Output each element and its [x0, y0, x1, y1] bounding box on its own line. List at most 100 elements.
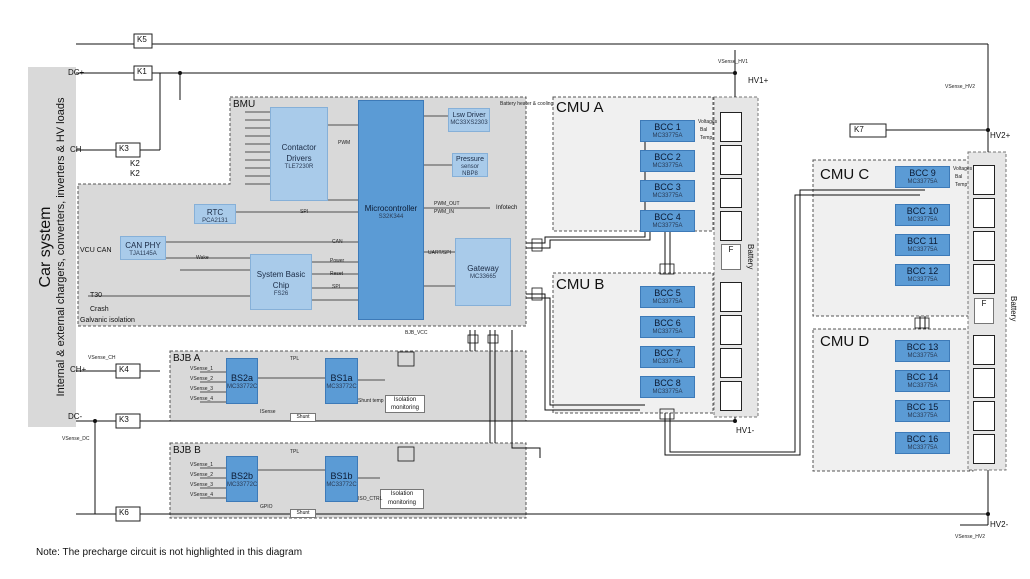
can-phy-part: TJA1145A [129, 251, 157, 257]
bcc-voltages-label-c: Voltages [953, 166, 973, 172]
battery-cell [720, 381, 742, 411]
battery-cell [720, 315, 742, 345]
vsense-hv2-bottom-label: VSense_HV2 [955, 534, 986, 540]
bcc-1-name: BCC 1 [654, 122, 681, 132]
vcu-can-label: VCU CAN [80, 247, 112, 254]
contactor-k3: K3 [119, 144, 129, 153]
gateway-name: Gateway [467, 264, 499, 273]
bcc-10-name: BCC 10 [906, 206, 939, 216]
bjb-b-vsense3: VSense_3 [190, 482, 214, 488]
bjb-a-shunt-temp: Shunt temp [358, 398, 384, 404]
cmu-c-title: CMU C [820, 166, 870, 183]
contactor-k3-b: K3 [119, 415, 129, 424]
bjb-b-title: BJB B [173, 445, 201, 456]
contactor-drivers-name: Contactor Drivers [281, 143, 317, 163]
bcc-13-part: MC33775A [907, 353, 938, 359]
bjb-a-vsense4: VSense_4 [190, 396, 214, 402]
shunt-b: Shunt [290, 509, 316, 518]
bcc-9-name: BCC 9 [909, 168, 936, 178]
mcu-part: S32K344 [378, 214, 404, 220]
battery-cell [973, 231, 995, 261]
fuse-right-label: F [981, 299, 987, 308]
gateway-block: Gateway MC33665 [455, 238, 511, 306]
lsw-driver-block: Lsw Driver MC33XS2303 [448, 108, 490, 132]
bcc-temp-label-c: Temp [955, 182, 968, 188]
bcc-4-name: BCC 4 [654, 212, 681, 222]
battery-label-left: Battery [746, 244, 755, 270]
bcc-6-part: MC33775A [652, 329, 683, 335]
battery-cell [720, 282, 742, 312]
bjb-vcc-label: BJB_VCC [405, 330, 428, 336]
bcc-4-part: MC33775A [652, 223, 683, 229]
bcc-3-name: BCC 3 [654, 182, 681, 192]
pwm-label: PWM [338, 140, 351, 146]
battery-cell [973, 264, 995, 294]
bcc-bal-label-c: Bal [955, 174, 963, 180]
contactor-k2: K2 [130, 159, 140, 168]
bs1a-name: BS1a [330, 373, 353, 383]
battery-heater-label: Battery heater & cooling [500, 101, 554, 107]
bcc-16-part: MC33775A [907, 445, 938, 451]
dc-minus-label: DC- [68, 412, 83, 421]
bmu-title: BMU [233, 99, 256, 110]
vsense-dc-label: VSense_DC [62, 436, 90, 442]
battery-cell [720, 348, 742, 378]
battery-cell [973, 368, 995, 398]
bcc-12-name: BCC 12 [906, 266, 939, 276]
power-label: Power [330, 258, 345, 264]
battery-cell [720, 178, 742, 208]
infotech-label: Infotech [496, 205, 518, 211]
cmu-d-title: CMU D [820, 333, 870, 350]
bcc-14-part: MC33775A [907, 383, 938, 389]
contactor-drivers-block: Contactor Drivers TLE7230R [270, 107, 328, 201]
hv1-minus-label: HV1- [736, 426, 755, 435]
bjb-b-vsense2: VSense_2 [190, 472, 214, 478]
rtc-part: PCA2131 [202, 218, 228, 224]
pwm-out-label: PWM_OUT [434, 201, 460, 207]
vsense-hv2-label: VSense_HV2 [945, 84, 976, 90]
cmu-a-title: CMU A [556, 99, 604, 116]
battery-cell [973, 335, 995, 365]
hv2-plus-label: HV2+ [990, 131, 1011, 140]
bcc-bal-label: Bal [700, 127, 708, 133]
bcc-12-part: MC33775A [907, 277, 938, 283]
battery-cell [720, 112, 742, 142]
battery-cell [973, 198, 995, 228]
contactor-k2-b: K2 [130, 169, 140, 178]
bcc-5-part: MC33775A [652, 299, 683, 305]
rtc-name: RTC [206, 208, 224, 217]
bs1b-part: MC33772C [326, 482, 357, 488]
battery-cell [973, 165, 995, 195]
bjb-a-vsense1: VSense_1 [190, 366, 214, 372]
bjb-a-vsense2: VSense_2 [190, 376, 214, 382]
pwm-in-label: PWM_IN [434, 209, 454, 215]
bcc-voltages-label: Voltages [698, 119, 718, 125]
reset-label: Reset [330, 271, 344, 277]
bcc-6-name: BCC 6 [654, 318, 681, 328]
wake-label: Wake [196, 255, 209, 261]
bcc-13-name: BCC 13 [906, 342, 939, 352]
pressure-sub: sensor [460, 164, 479, 170]
bjb-a-title: BJB A [173, 353, 201, 364]
crash-label: Crash [90, 306, 109, 313]
contactor-k7: K7 [854, 125, 864, 134]
bcc-11-part: MC33775A [907, 247, 938, 253]
bcc-11-name: BCC 11 [907, 236, 938, 246]
shunt-a-label: Shunt [296, 414, 310, 420]
car-system-block [28, 67, 76, 427]
gateway-part: MC33665 [469, 274, 496, 280]
vsense-ch-label: VSense_CH [88, 355, 116, 361]
contactor-k6: K6 [119, 508, 129, 517]
bjb-a-vsense3: VSense_3 [190, 386, 214, 392]
battery-cell [720, 211, 742, 241]
